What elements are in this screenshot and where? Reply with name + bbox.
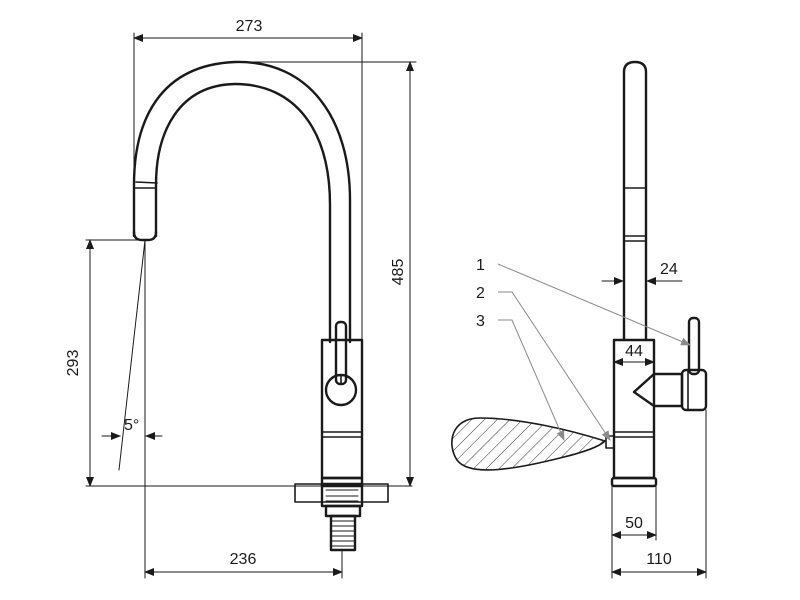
side-lever-handle (687, 316, 701, 376)
front-view: 273 485 293 5° 236 (65, 18, 417, 579)
threaded-shank (324, 489, 362, 552)
side-lever-cap (680, 368, 708, 412)
spout-outer-contour (132, 60, 352, 344)
callout-3-leader (498, 319, 565, 441)
spout-head-seam-2 (135, 181, 158, 184)
callout-2-label: 2 (476, 285, 485, 302)
dim-110-label: 110 (646, 551, 672, 568)
dim-44-label: 44 (625, 343, 643, 360)
callout-2-leader (498, 291, 611, 441)
lever-handle (334, 320, 348, 386)
side-base-flange (610, 476, 658, 488)
side-body (612, 338, 656, 480)
side-view: 1 2 3 24 44 50 110 (451, 60, 708, 579)
dim-485-label: 485 (390, 259, 407, 286)
callout-1-leader (497, 263, 691, 346)
callout-1-label: 1 (476, 257, 485, 274)
faucet-body (320, 338, 364, 480)
dim-5deg-label: 5° (124, 417, 139, 434)
dim-50-label: 50 (625, 515, 643, 532)
spray-angle-line (118, 239, 146, 471)
dim-236-label: 236 (230, 551, 257, 568)
spout-inner-contour (154, 82, 332, 344)
callout-3-label: 3 (476, 313, 485, 330)
dim-273-label: 273 (236, 18, 263, 35)
dim-24-label: 24 (660, 261, 678, 278)
side-spout-tube (622, 60, 648, 342)
dim-293-label: 293 (65, 350, 82, 377)
side-lever-block (632, 372, 684, 408)
spout-head (132, 230, 158, 242)
